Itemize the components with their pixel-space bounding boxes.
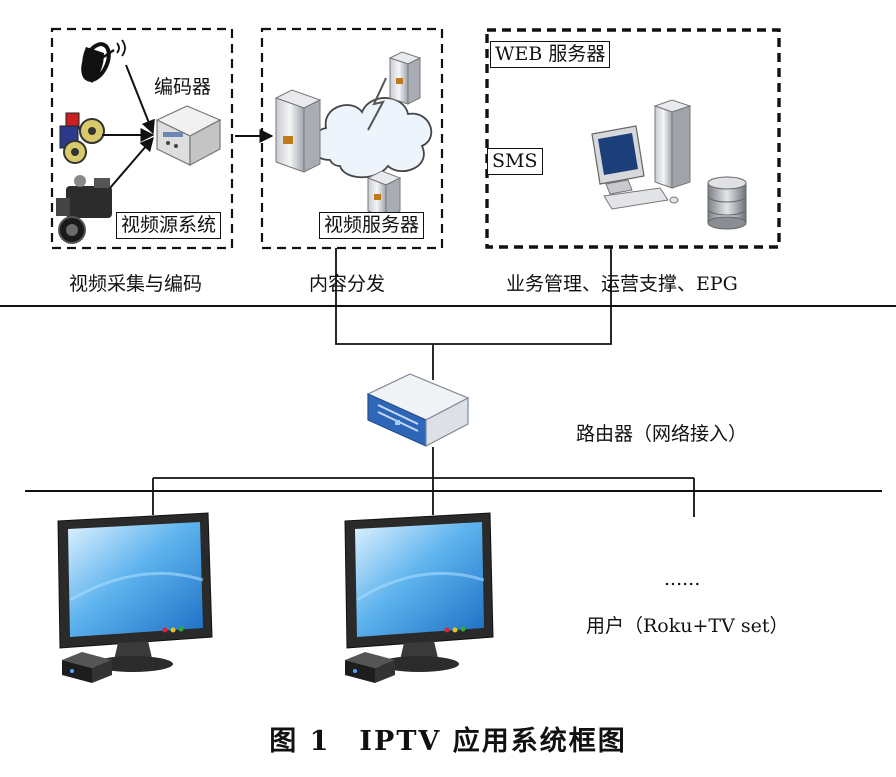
- encoder-label: 编码器: [154, 76, 212, 98]
- router-icon: [366, 373, 470, 447]
- tv-monitor-icon: [344, 512, 494, 672]
- video-server-label: 视频服务器: [319, 212, 425, 239]
- film-reels-icon: [59, 112, 105, 164]
- connection-lines: [152, 247, 695, 517]
- video-camera-icon: [56, 175, 112, 244]
- capture-box: [50, 27, 234, 250]
- server-icon: [274, 89, 322, 173]
- users-ellipsis: ......: [664, 568, 701, 590]
- section-capture-encoding: 视频采集与编码: [69, 273, 203, 295]
- lightning-icon: [367, 77, 387, 131]
- router-label: 路由器（网络接入）: [576, 423, 748, 445]
- server-icon: [388, 51, 422, 105]
- sms-label: SMS: [487, 148, 543, 175]
- encoder-icon: [155, 105, 222, 166]
- workstation-icon: [591, 99, 692, 210]
- cloud-icon: [310, 97, 433, 179]
- satellite-dish-icon: [81, 39, 126, 83]
- web-server-label: WEB 服务器: [490, 41, 611, 68]
- set-top-box-icon: [62, 652, 112, 683]
- section-business-management: 业务管理、运营支撑、EPG: [506, 273, 738, 295]
- set-top-box-icon: [345, 652, 395, 683]
- figure-caption: 图 1 IPTV 应用系统框图: [269, 726, 627, 757]
- tv-monitor-icon: [57, 512, 213, 672]
- database-icon: [707, 176, 747, 230]
- section-content-distribution: 内容分发: [309, 273, 386, 295]
- distribution-box: [260, 27, 444, 250]
- users-label: 用户（Roku+TV set）: [586, 615, 789, 637]
- server-icon: [366, 170, 402, 219]
- video-source-system-label: 视频源系统: [116, 212, 222, 239]
- source-arrows: [102, 64, 155, 189]
